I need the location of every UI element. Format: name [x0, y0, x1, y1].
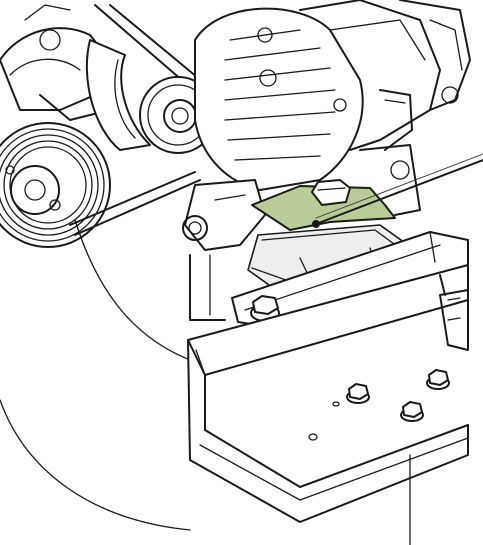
- channel-bolt-2: [426, 369, 450, 390]
- support-plate: [189, 254, 226, 321]
- channel-hole: [308, 433, 318, 441]
- engine-mount-bracket-highlight: [251, 185, 396, 231]
- alternator-bracket: [182, 179, 266, 251]
- right-flange: [439, 289, 469, 351]
- channel-bolts: [308, 369, 450, 441]
- leader-line-edge: [315, 153, 483, 219]
- crankshaft-pulley: [0, 122, 111, 248]
- tensioner-bracket: [85, 39, 151, 151]
- background-arc: [0, 399, 191, 531]
- channel-bracket: [187, 264, 469, 523]
- alternator: [194, 0, 441, 191]
- engine-right-side: [359, 0, 471, 216]
- channel-bolt-1: [346, 383, 370, 404]
- channel-hole-small: [332, 401, 340, 407]
- leader-line: [315, 159, 483, 225]
- housing-arc: [74, 219, 191, 361]
- channel-bolt-3: [400, 401, 424, 422]
- mount-nut: [311, 179, 351, 228]
